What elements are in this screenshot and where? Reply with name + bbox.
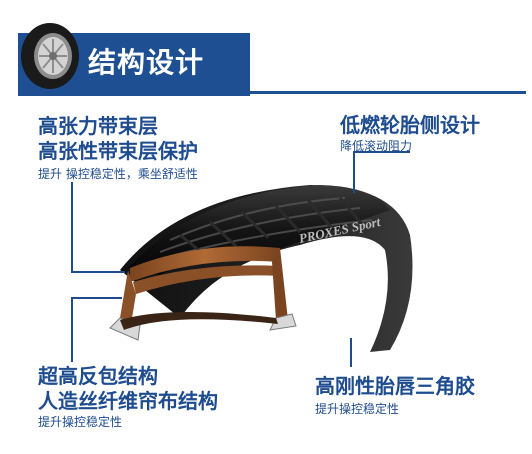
ply-feature-title-2: 人造丝纤维帘布结构 xyxy=(38,389,218,413)
bead-feature-title: 高刚性胎唇三角胶 xyxy=(315,374,475,398)
belt-feature-title-2: 高张性带束层保护 xyxy=(38,139,198,163)
tire-thumbnail-icon xyxy=(21,23,79,89)
sidewall-feature-title: 低燃轮胎侧设计 xyxy=(340,113,480,137)
sidewall-feature-desc: 降低滚动阻力 xyxy=(340,139,413,153)
header-rule xyxy=(18,91,526,94)
belt-feature-desc: 提升 操控稳定性，乘坐舒适性 xyxy=(38,167,198,181)
page-title: 结构设计 xyxy=(88,46,205,79)
bead-feature-desc: 提升操控稳定性 xyxy=(315,402,400,416)
ply-feature-desc: 提升操控稳定性 xyxy=(38,415,123,429)
belt-feature-title-1: 高张力带束层 xyxy=(38,114,158,138)
ply-feature-title-1: 超高反包结构 xyxy=(38,364,158,388)
